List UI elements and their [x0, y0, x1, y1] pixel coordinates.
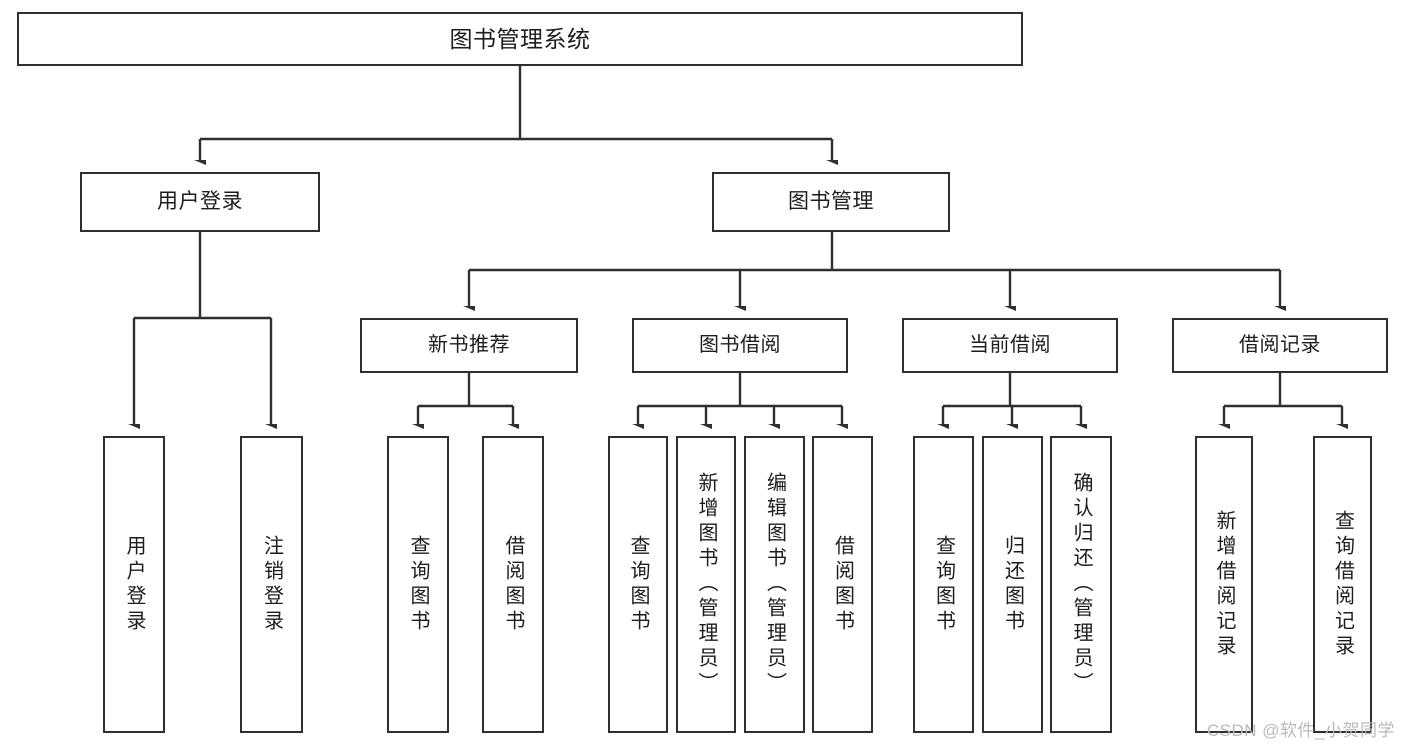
node-book-manage-label: 图书管理	[788, 189, 874, 213]
node-leaf-add-record[interactable]: 新增借阅记录	[1195, 436, 1253, 733]
node-leaf-query-book-2[interactable]: 查询图书	[608, 436, 668, 733]
node-leaf-query-record-label: 查询借阅记录	[1331, 509, 1354, 660]
node-leaf-return-book-label: 归还图书	[1001, 534, 1024, 635]
node-leaf-query-book-1-label: 查询图书	[407, 534, 429, 635]
node-leaf-user-login-label: 用户登录	[123, 534, 145, 635]
node-leaf-add-record-label: 新增借阅记录	[1213, 509, 1235, 660]
node-leaf-query-book-3[interactable]: 查询图书	[913, 436, 974, 733]
node-leaf-return-book[interactable]: 归还图书	[982, 436, 1043, 733]
node-leaf-query-record[interactable]: 查询借阅记录	[1313, 436, 1372, 733]
node-leaf-borrow-book-1-label: 借阅图书	[502, 534, 524, 635]
node-book-borrow[interactable]: 图书借阅	[632, 318, 848, 373]
node-borrow-record-label: 借阅记录	[1239, 334, 1321, 356]
node-leaf-query-book-3-label: 查询图书	[932, 534, 955, 635]
node-leaf-borrow-book-1[interactable]: 借阅图书	[482, 436, 544, 733]
node-user-login-label: 用户登录	[157, 189, 243, 213]
csdn-watermark: CSDN @软件_小贺同学	[1206, 721, 1395, 740]
node-leaf-user-login[interactable]: 用户登录	[103, 436, 165, 733]
node-current-borrow-label: 当前借阅	[969, 334, 1051, 356]
node-leaf-borrow-book-2-label: 借阅图书	[831, 534, 854, 635]
node-leaf-confirm-return[interactable]: 确认归还（管理员）	[1050, 436, 1112, 733]
node-root[interactable]: 图书管理系统	[17, 12, 1023, 66]
node-book-borrow-label: 图书借阅	[699, 334, 781, 356]
node-leaf-add-book-label: 新增图书（管理员）	[695, 472, 717, 697]
node-leaf-logout[interactable]: 注销登录	[240, 436, 303, 733]
node-leaf-borrow-book-2[interactable]: 借阅图书	[812, 436, 873, 733]
node-leaf-add-book[interactable]: 新增图书（管理员）	[676, 436, 736, 733]
node-user-login[interactable]: 用户登录	[80, 172, 320, 232]
node-current-borrow[interactable]: 当前借阅	[902, 318, 1118, 373]
node-leaf-logout-label: 注销登录	[260, 534, 283, 635]
node-leaf-query-book-1[interactable]: 查询图书	[387, 436, 449, 733]
node-root-label: 图书管理系统	[449, 25, 591, 52]
node-book-manage[interactable]: 图书管理	[712, 172, 950, 232]
node-new-book-rec-label: 新书推荐	[428, 334, 510, 356]
node-new-book-rec[interactable]: 新书推荐	[360, 318, 578, 373]
node-leaf-query-book-2-label: 查询图书	[627, 534, 649, 635]
node-borrow-record[interactable]: 借阅记录	[1172, 318, 1388, 373]
node-leaf-edit-book-label: 编辑图书（管理员）	[763, 472, 786, 697]
node-leaf-edit-book[interactable]: 编辑图书（管理员）	[744, 436, 805, 733]
node-leaf-confirm-return-label: 确认归还（管理员）	[1070, 472, 1092, 697]
